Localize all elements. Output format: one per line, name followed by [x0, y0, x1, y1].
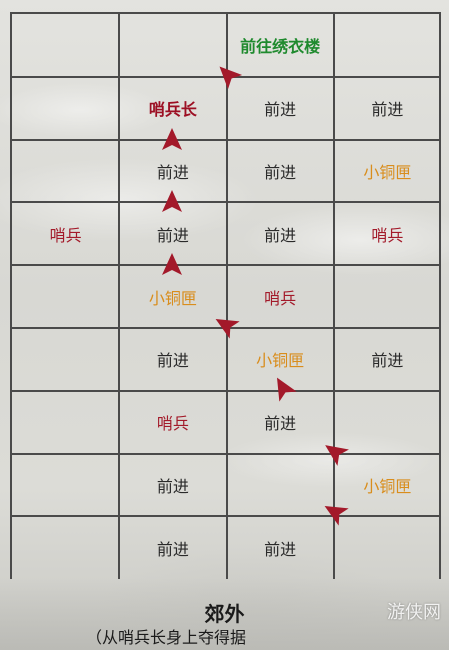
background-shade: [0, 578, 449, 650]
grid-vertical-line: [225, 14, 228, 579]
grid-cell-sentry[interactable]: 哨兵: [371, 225, 404, 245]
grid-cell-forward[interactable]: 前进: [156, 476, 189, 496]
grid-horizontal-line: [12, 138, 441, 141]
grid-horizontal-line: [12, 389, 441, 392]
grid-vertical-line: [439, 14, 441, 579]
grid-cell-empty: [334, 391, 441, 454]
grid-cell-forward[interactable]: 前进: [156, 225, 189, 245]
grid-cell-chest[interactable]: 小铜匣: [363, 162, 412, 182]
grid-cell-forward[interactable]: 前进: [156, 162, 189, 182]
grid-cell-forward[interactable]: 前进: [264, 225, 297, 245]
grid-cell-empty: [334, 516, 441, 579]
grid-cell-sentry[interactable]: 哨兵: [49, 225, 82, 245]
area-subtitle: （从哨兵长身上夺得据: [86, 628, 247, 647]
grid-cell-empty: [334, 14, 441, 77]
grid-horizontal-line: [12, 452, 441, 455]
grid-cell-sentry[interactable]: 哨兵: [264, 288, 297, 308]
grid-cell-forward[interactable]: 前进: [264, 539, 297, 559]
grid-cell-sentry[interactable]: 哨兵: [156, 414, 189, 434]
grid-cell-forward[interactable]: 前进: [371, 351, 404, 371]
grid-cell-forward[interactable]: 前进: [264, 162, 297, 182]
grid-cell-forward[interactable]: 前进: [156, 539, 189, 559]
grid-horizontal-line: [12, 201, 441, 204]
grid-vertical-line: [332, 14, 335, 579]
map-grid: 前往绣衣楼哨兵长前进前进前进前进小铜匣哨兵前进前进哨兵小铜匣哨兵前进小铜匣前进哨…: [10, 12, 441, 579]
area-title: 郊外: [204, 602, 245, 626]
grid-cell-empty: [119, 14, 226, 77]
grid-cell-empty: [12, 391, 119, 454]
grid-cell-empty: [334, 265, 441, 328]
grid-vertical-line: [118, 14, 121, 579]
grid-cell-forward[interactable]: 前进: [371, 100, 404, 120]
grid-cell-empty: [12, 77, 119, 140]
grid-cell-empty: [12, 454, 119, 517]
grid-cell-forward[interactable]: 前进: [264, 100, 297, 120]
grid-cell-empty: [12, 14, 119, 77]
grid-cell-goal[interactable]: 前往绣衣楼: [240, 37, 321, 57]
grid-cell-empty: [12, 140, 119, 203]
grid-cell-forward[interactable]: 前进: [156, 351, 189, 371]
grid-horizontal-line: [12, 515, 441, 518]
grid-cell-empty: [12, 328, 119, 391]
grid-cell-chest[interactable]: 小铜匣: [363, 476, 412, 496]
grid-horizontal-line: [12, 264, 441, 267]
grid-cell-empty: [12, 265, 119, 328]
grid-cell-forward[interactable]: 前进: [264, 414, 297, 434]
grid-cell-chest[interactable]: 小铜匣: [148, 288, 197, 308]
grid-cell-chest[interactable]: 小铜匣: [256, 351, 305, 371]
grid-cell-empty: [12, 516, 119, 579]
site-watermark: 游侠网: [387, 602, 441, 623]
grid-cell-empty: [227, 454, 334, 517]
grid-cell-captain[interactable]: 哨兵长: [148, 100, 197, 120]
